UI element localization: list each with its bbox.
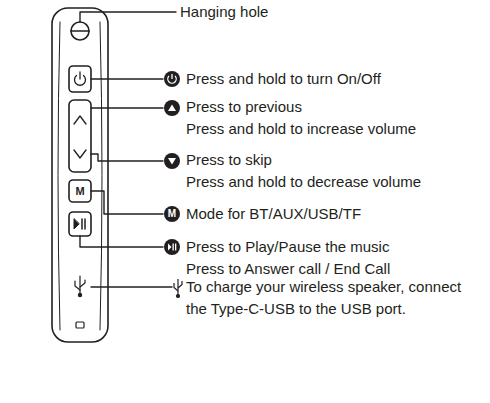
leader-lines [80,12,176,287]
mode-button [69,180,91,202]
instruction: Press and hold to decrease volume [186,172,421,192]
mode-button-letter: M [72,185,88,197]
play-button [69,212,91,236]
instruction: Press to Answer call / End Call [186,259,390,279]
instruction: To charge your wireless speaker, connect… [186,276,486,320]
legend-icons [164,71,182,298]
volume-button [69,100,91,172]
instruction: Press to previous [186,97,302,117]
instruction: Press and hold to turn On/Off [186,69,381,89]
instruction: Press and hold to increase volume [186,119,416,139]
part-name: Hanging hole [180,2,268,22]
mode-icon-letter: M [164,208,180,220]
instruction: Press to Play/Pause the music [186,237,389,257]
usb-port [76,322,84,328]
usb-symbol [75,276,85,297]
instruction: Mode for BT/AUX/USB/TF [186,204,361,224]
speaker-body [52,8,108,342]
instruction: Press to skip [186,150,272,170]
power-button [69,66,91,92]
hanging-hole [71,22,89,40]
